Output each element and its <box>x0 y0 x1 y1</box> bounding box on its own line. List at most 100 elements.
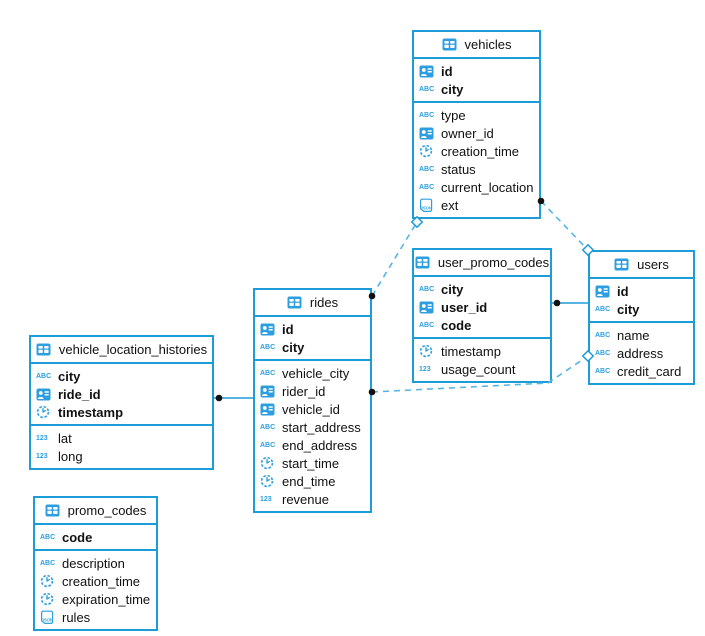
field-row-type[interactable]: ABC type <box>414 106 539 124</box>
abc-icon: ABC <box>419 111 435 119</box>
table-icon <box>614 258 632 271</box>
field-name: current_location <box>441 179 534 195</box>
field-row-id[interactable]: id <box>255 320 370 338</box>
table-header[interactable]: vehicles <box>414 32 539 59</box>
abc-icon: ABC <box>260 423 276 431</box>
field-row-expiration_time[interactable]: expiration_time <box>35 590 156 608</box>
field-row-id[interactable]: id <box>414 62 539 80</box>
field-name: start_address <box>282 419 361 435</box>
field-name: vehicle_city <box>282 365 350 381</box>
field-row-creation_time[interactable]: creation_time <box>35 572 156 590</box>
abc-icon: ABC <box>419 183 435 191</box>
field-row-rider_id[interactable]: rider_id <box>255 382 370 400</box>
field-name: id <box>441 63 453 79</box>
field-row-timestamp[interactable]: timestamp <box>31 403 212 421</box>
abc-icon: ABC <box>595 367 611 375</box>
field-name: ext <box>441 197 459 213</box>
field-row-ext[interactable]: JSON ext <box>414 196 539 214</box>
field-row-owner_id[interactable]: owner_id <box>414 124 539 142</box>
abc-icon: ABC <box>260 441 276 449</box>
field-name: end_address <box>282 437 358 453</box>
field-name: creation_time <box>62 573 141 589</box>
svg-text:JSON: JSON <box>420 205 431 210</box>
id-card-icon <box>419 65 437 78</box>
clock-icon <box>36 405 54 419</box>
field-row-id[interactable]: id <box>590 282 693 300</box>
table-icon <box>442 38 460 51</box>
abc-icon: ABC <box>419 285 435 293</box>
field-row-end_time[interactable]: end_time <box>255 472 370 490</box>
field-row-creation_time[interactable]: creation_time <box>414 142 539 160</box>
field-name: revenue <box>282 491 329 507</box>
field-name: lat <box>58 430 72 446</box>
relation-line <box>540 200 589 251</box>
field-row-start_time[interactable]: start_time <box>255 454 370 472</box>
table-name: rides <box>309 295 339 310</box>
abc-icon: ABC <box>419 321 435 329</box>
field-row-start_address[interactable]: ABC start_address <box>255 418 370 436</box>
field-row-ride_id[interactable]: ride_id <box>31 385 212 403</box>
table-header[interactable]: rides <box>255 290 370 317</box>
field-name: long <box>58 448 83 464</box>
table-icon <box>36 343 54 356</box>
abc-icon: ABC <box>595 349 611 357</box>
field-row-end_address[interactable]: ABC end_address <box>255 436 370 454</box>
field-name: vehicle_id <box>282 401 340 417</box>
field-row-user_id[interactable]: user_id <box>414 298 550 316</box>
field-row-city[interactable]: ABC city <box>414 280 550 298</box>
abc-icon: ABC <box>260 369 276 377</box>
table-header[interactable]: promo_codes <box>35 498 156 525</box>
table-header[interactable]: user_promo_codes <box>414 250 550 277</box>
table-header[interactable]: users <box>590 252 693 279</box>
field-row-vehicle_id[interactable]: vehicle_id <box>255 400 370 418</box>
field-name: start_time <box>282 455 340 471</box>
table-name: vehicle_location_histories <box>58 342 208 357</box>
id-card-icon <box>595 285 613 298</box>
field-name: id <box>617 283 629 299</box>
field-row-address[interactable]: ABC address <box>590 344 693 362</box>
field-name: name <box>617 327 650 343</box>
field-name: city <box>441 281 464 297</box>
field-row-vehicle_city[interactable]: ABC vehicle_city <box>255 364 370 382</box>
clock-icon <box>419 344 437 358</box>
field-name: type <box>441 107 466 123</box>
field-name: creation_time <box>441 143 520 159</box>
field-row-timestamp[interactable]: timestamp <box>414 342 550 360</box>
relation-dot-endpoint <box>553 299 561 307</box>
field-name: rules <box>62 609 91 625</box>
id-card-icon <box>260 385 278 398</box>
abc-icon: ABC <box>40 559 56 567</box>
json-icon: JSON <box>419 198 437 213</box>
field-name: address <box>617 345 664 361</box>
field-row-current_location[interactable]: ABC current_location <box>414 178 539 196</box>
id-card-icon <box>36 388 54 401</box>
table-header[interactable]: vehicle_location_histories <box>31 337 212 364</box>
